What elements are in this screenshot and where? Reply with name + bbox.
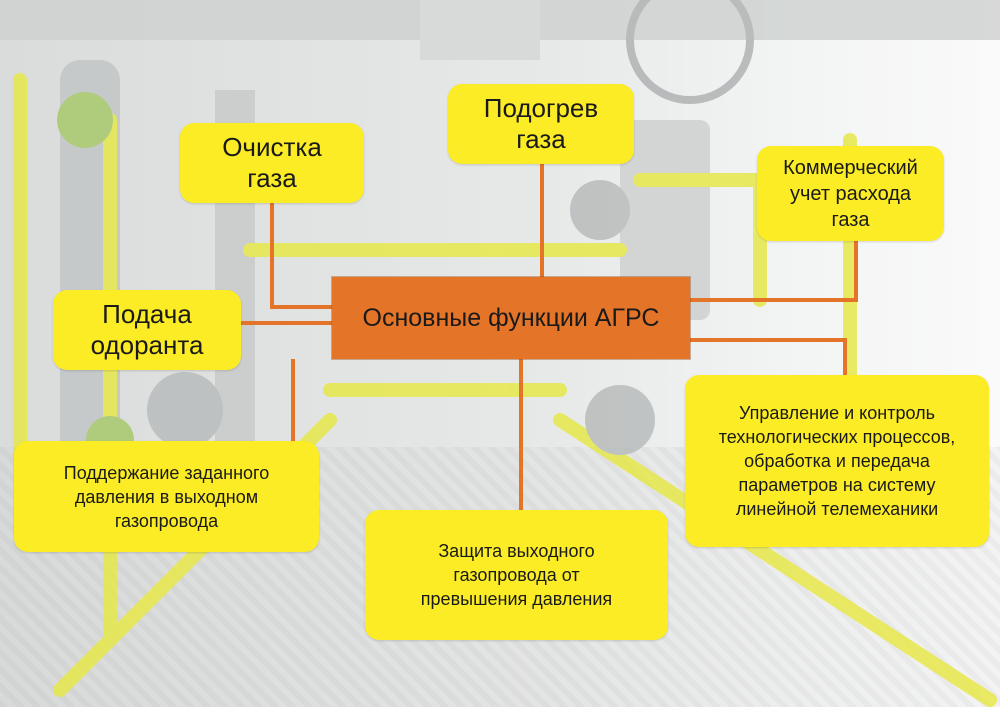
connector-cleaning: [270, 195, 332, 309]
function-control-box: Управление и контроль технологических пр…: [685, 375, 989, 547]
function-pressure-box: Поддержание заданного давления в выходно…: [14, 441, 319, 552]
function-metering-box: Коммерческий учет расхода газа: [757, 146, 944, 241]
function-odorant-label: Подача одоранта: [90, 299, 204, 360]
connector-control: [690, 338, 847, 376]
function-protection-box: Защита выходного газопровода от превышен…: [365, 510, 668, 640]
function-protection-label: Защита выходного газопровода от превышен…: [420, 541, 613, 609]
function-metering-label: Коммерческий учет расхода газа: [783, 156, 918, 231]
function-cleaning-box: Очистка газа: [180, 123, 364, 203]
function-heating-box: Подогрев газа: [448, 84, 634, 164]
connector-metering: [690, 240, 858, 302]
connector-lines: [240, 162, 858, 510]
function-odorant-box: Подача одоранта: [53, 290, 241, 370]
function-heating-label: Подогрев газа: [483, 93, 599, 154]
center-label: Основные функции АГРС: [362, 303, 660, 332]
function-pressure-label: Поддержание заданного давления в выходно…: [63, 462, 270, 531]
center-node: Основные функции АГРС: [332, 277, 690, 359]
function-cleaning-label: Очистка газа: [222, 132, 322, 193]
function-control-label: Управление и контроль технологических пр…: [718, 403, 956, 519]
